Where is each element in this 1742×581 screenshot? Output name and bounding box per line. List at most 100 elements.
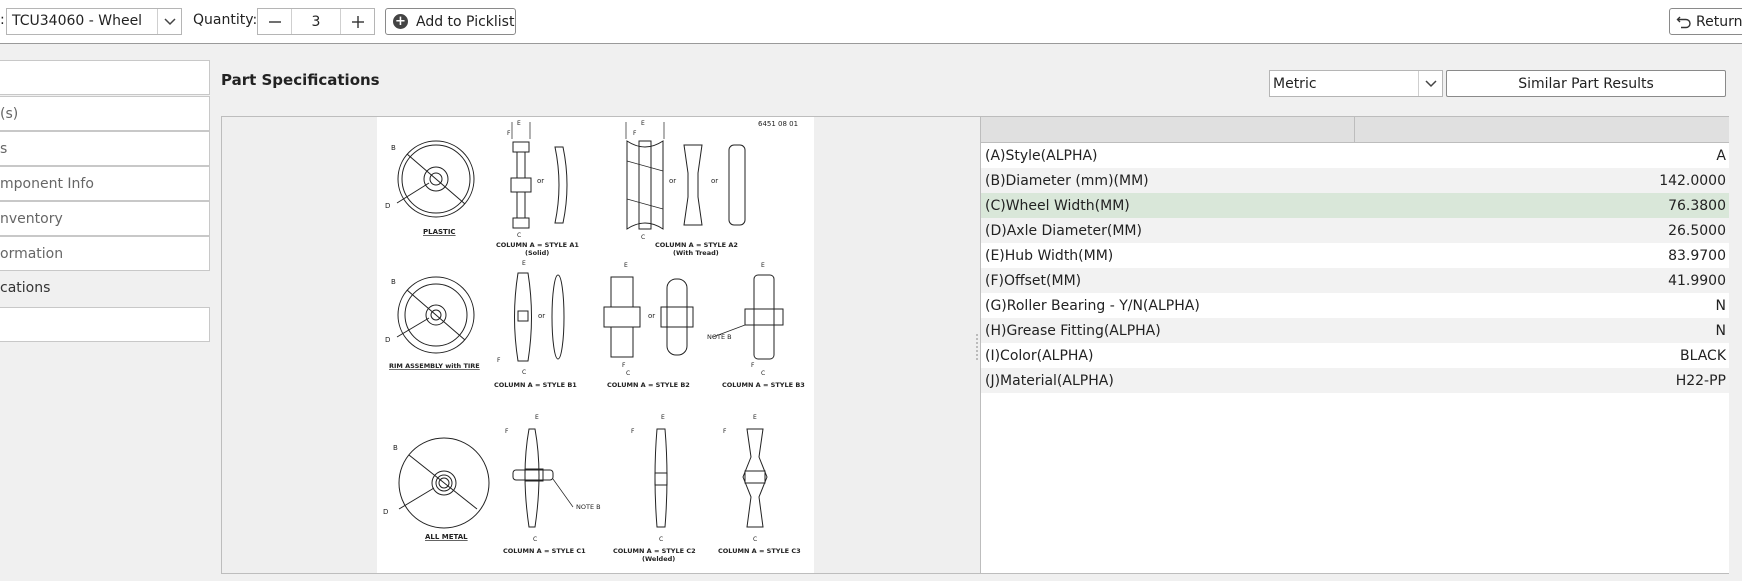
svg-text:NOTE B: NOTE B xyxy=(707,333,732,341)
svg-text:E: E xyxy=(535,414,539,421)
chevron-down-icon[interactable] xyxy=(1418,71,1442,96)
table-row[interactable]: (D)Axle Diameter(MM)26.5000 xyxy=(981,218,1729,243)
return-button[interactable]: Return xyxy=(1669,8,1742,35)
svg-text:C: C xyxy=(659,536,663,543)
increment-button[interactable] xyxy=(340,9,374,34)
top-toolbar: : TCU34060 - Wheel Quantity: + Add to Pi… xyxy=(0,0,1742,44)
table-row[interactable]: (F)Offset(MM)41.9900 xyxy=(981,268,1729,293)
svg-text:(Welded): (Welded) xyxy=(642,555,675,563)
column-header-value[interactable] xyxy=(1355,117,1729,142)
svg-text:COLUMN A = STYLE C1: COLUMN A = STYLE C1 xyxy=(503,547,586,555)
svg-text:C: C xyxy=(761,370,765,377)
wheel-drawing: 6451 08 01 B D PLASTIC E F C or COLUMN xyxy=(377,117,814,573)
spec-value: 83.9700 xyxy=(1668,247,1726,264)
svg-text:COLUMN A = STYLE B3: COLUMN A = STYLE B3 xyxy=(722,381,805,389)
svg-text:F: F xyxy=(751,362,755,369)
svg-text:F: F xyxy=(622,362,626,369)
svg-text:E: E xyxy=(753,414,757,421)
svg-text:B: B xyxy=(391,278,396,286)
spec-value: 142.0000 xyxy=(1659,172,1726,189)
table-row[interactable]: (G)Roller Bearing - Y/N(ALPHA) N xyxy=(981,293,1729,318)
svg-text:B: B xyxy=(391,144,396,152)
svg-text:or: or xyxy=(669,177,676,185)
spec-value: A xyxy=(1716,147,1726,164)
svg-text:F: F xyxy=(505,428,509,435)
wheel-diagram: 6451 08 01 B D PLASTIC E F C or COLUMN xyxy=(383,120,805,563)
svg-text:C: C xyxy=(626,370,630,377)
decrement-button[interactable] xyxy=(258,9,292,34)
svg-text:B: B xyxy=(393,444,398,452)
svg-text:C: C xyxy=(522,369,526,376)
spec-value: N xyxy=(1715,297,1726,314)
svg-text:E: E xyxy=(517,120,521,127)
spec-name: (J)Material(ALPHA) xyxy=(985,372,1114,389)
unit-select[interactable]: Metric xyxy=(1269,70,1443,97)
return-icon xyxy=(1676,16,1691,28)
part-label: : xyxy=(0,12,5,28)
svg-text:COLUMN A = STYLE C2: COLUMN A = STYLE C2 xyxy=(613,547,696,555)
svg-text:COLUMN A = STYLE A1: COLUMN A = STYLE A1 xyxy=(496,241,579,249)
table-row[interactable]: (E)Hub Width(MM)83.9700 xyxy=(981,243,1729,268)
svg-text:D: D xyxy=(385,336,390,344)
add-circle-icon: + xyxy=(393,14,408,29)
plus-icon xyxy=(351,15,364,28)
svg-text:C: C xyxy=(517,232,521,239)
label-rim-assembly: RIM ASSEMBLY with TIRE xyxy=(389,362,480,370)
table-row-selected[interactable]: (C)Wheel Width(MM)76.3800 xyxy=(981,193,1729,218)
spec-name: (B)Diameter (mm)(MM) xyxy=(985,172,1149,189)
spec-table: (A)Style(ALPHA) A (B)Diameter (mm)(MM) 142… xyxy=(980,117,1729,573)
spec-name: (D)Axle Diameter(MM) xyxy=(985,222,1142,239)
svg-text:COLUMN A = STYLE C3: COLUMN A = STYLE C3 xyxy=(718,547,801,555)
similar-part-results-button[interactable]: Similar Part Results xyxy=(1446,70,1726,97)
table-row[interactable]: (J)Material(ALPHA) H22-PP xyxy=(981,368,1729,393)
spec-panel: 6451 08 01 B D PLASTIC E F C or COLUMN xyxy=(221,116,1729,574)
spec-value: BLACK xyxy=(1679,347,1726,364)
svg-text:or: or xyxy=(537,177,544,185)
table-row[interactable]: (H)Grease Fitting(ALPHA)N xyxy=(981,318,1729,343)
nav-item-4[interactable]: mponent Info xyxy=(0,166,210,201)
spec-name: (A)Style(ALPHA) xyxy=(985,147,1098,164)
svg-text:E: E xyxy=(661,414,665,421)
svg-text:or: or xyxy=(538,312,545,320)
spec-name: (F)Offset(MM) xyxy=(985,272,1082,289)
pane-splitter-handle[interactable] xyxy=(975,333,979,361)
table-row[interactable]: (I)Color(ALPHA) BLACK xyxy=(981,343,1729,368)
drawing-ref: 6451 08 01 xyxy=(758,120,798,128)
quantity-label: Quantity: xyxy=(193,12,258,28)
svg-text:F: F xyxy=(631,428,635,435)
svg-text:(Solid): (Solid) xyxy=(525,249,549,257)
page-title: Part Specifications xyxy=(221,71,380,89)
part-select[interactable]: TCU34060 - Wheel xyxy=(6,8,182,35)
nav-item-specifications[interactable]: cations xyxy=(0,280,51,296)
spec-name: (I)Color(ALPHA) xyxy=(985,347,1094,364)
nav-item-5[interactable]: nventory xyxy=(0,201,210,236)
spec-name: (G)Roller Bearing - Y/N(ALPHA) xyxy=(985,297,1200,314)
quantity-input[interactable] xyxy=(292,9,340,34)
quantity-stepper[interactable] xyxy=(257,8,375,35)
svg-text:F: F xyxy=(633,130,637,137)
add-to-picklist-button[interactable]: + Add to Picklist xyxy=(385,8,516,35)
svg-text:D: D xyxy=(385,202,390,210)
svg-text:F: F xyxy=(723,428,727,435)
svg-text:NOTE B: NOTE B xyxy=(576,503,601,511)
nav-item-8[interactable] xyxy=(0,307,210,342)
table-row[interactable]: (A)Style(ALPHA) A xyxy=(981,143,1729,168)
nav-item-2[interactable]: (s) xyxy=(0,96,210,131)
nav-item-1[interactable] xyxy=(0,60,210,95)
column-header-name[interactable] xyxy=(981,117,1355,142)
label-plastic: PLASTIC xyxy=(423,228,456,236)
svg-text:F: F xyxy=(507,130,511,137)
svg-text:C: C xyxy=(533,536,537,543)
nav-item-3[interactable]: s xyxy=(0,131,210,166)
table-row[interactable]: (B)Diameter (mm)(MM) 142.0000 xyxy=(981,168,1729,193)
spec-value: H22-PP xyxy=(1675,372,1726,389)
spec-name: (H)Grease Fitting(ALPHA) xyxy=(985,322,1161,339)
svg-text:E: E xyxy=(522,260,526,267)
chevron-down-icon[interactable] xyxy=(157,9,181,34)
svg-text:COLUMN A = STYLE A2: COLUMN A = STYLE A2 xyxy=(655,241,738,249)
svg-text:D: D xyxy=(383,508,388,516)
svg-text:C: C xyxy=(641,234,645,241)
svg-text:or: or xyxy=(711,177,718,185)
nav-item-6[interactable]: ormation xyxy=(0,236,210,271)
svg-text:COLUMN A = STYLE B1: COLUMN A = STYLE B1 xyxy=(494,381,577,389)
